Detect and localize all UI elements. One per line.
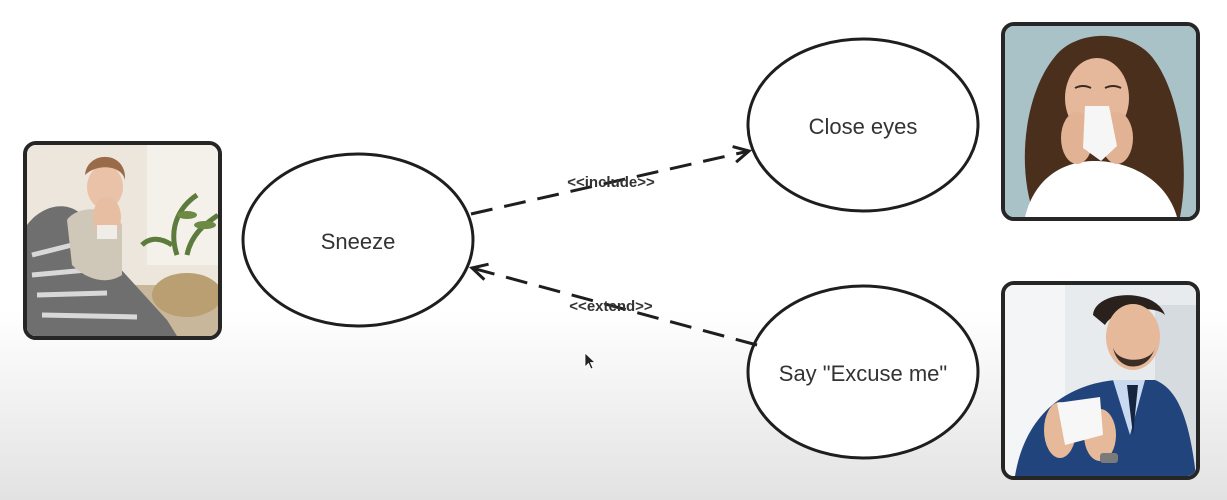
extend-arrow[interactable] xyxy=(472,268,758,347)
use-case-say-excuse-me[interactable] xyxy=(746,284,980,460)
use-case-close-eyes-label: Close eyes xyxy=(809,114,918,139)
use-case-sneeze[interactable] xyxy=(241,152,475,328)
extend-label: <<extend>> xyxy=(569,298,653,315)
include-arrow[interactable] xyxy=(470,151,749,216)
use-case-sneeze-label: Sneeze xyxy=(321,229,396,254)
use-case-close-eyes[interactable] xyxy=(746,37,980,213)
mouse-cursor-icon xyxy=(584,352,597,370)
actor-photo-woman-with-tissue xyxy=(1001,22,1200,221)
actor-photo-woman-with-scarf xyxy=(23,141,222,340)
include-label: <<include>> xyxy=(567,174,655,191)
actor-photo-man-in-suit xyxy=(1001,281,1200,480)
use-case-say-excuse-me-label: Say "Excuse me" xyxy=(779,361,947,386)
